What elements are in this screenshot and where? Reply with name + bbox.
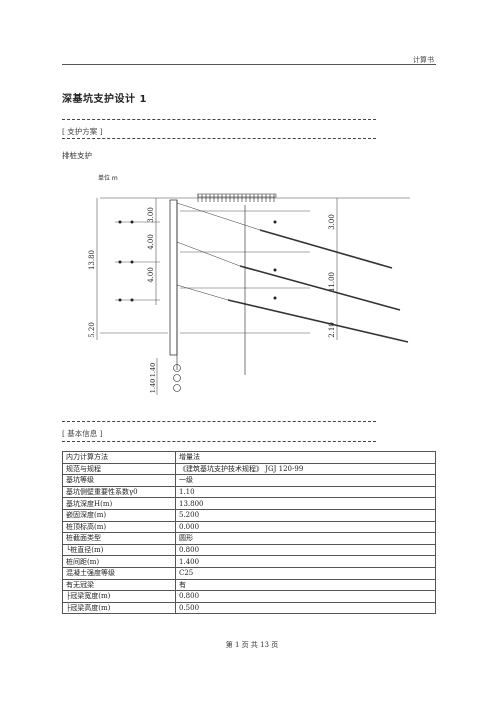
table-row: 基坑深度H(m)13.800 (62, 497, 436, 510)
table-row: 规范与规程《建筑基坑支护技术规程》 JGJ 120-99 (62, 462, 436, 476)
layer-markers (118, 220, 277, 302)
table-row: 桩间距(m)1.400 (62, 555, 436, 568)
table-cell-key: 桩顶标高(m) (62, 520, 176, 534)
dim-label: 3.00 (147, 207, 155, 223)
table-row: 嵌固深度(m)5.200 (62, 508, 436, 522)
soil-layer-lines (100, 210, 310, 334)
divider (62, 421, 376, 422)
unit-label: 单位 m (98, 174, 118, 182)
page-footer: 第 1 页 共 13 页 (225, 641, 279, 649)
table-row: 基坑等级一级 (62, 474, 436, 487)
dim-label: 1.40 (149, 379, 157, 393)
surcharge-block (197, 193, 277, 198)
table-cell-value: 增量法 (175, 451, 436, 464)
divider (62, 119, 376, 120)
table-cell-key: 基坑等级 (62, 474, 176, 487)
dim-label: 5.20 (88, 322, 96, 338)
dim-label: 4.00 (147, 234, 155, 250)
document-header-label: 计算书 (413, 56, 434, 64)
table-row: ├冠梁高度(m)0.500 (62, 601, 436, 615)
dim-label: 3.00 (328, 214, 336, 230)
table-cell-key: 嵌固深度(m) (62, 508, 176, 522)
table-cell-key: 桩截面类型 (62, 532, 176, 545)
table-row: └桩直径(m)0.800 (62, 543, 436, 557)
table-cell-key: 基坑侧壁重要性系数γ0 (62, 485, 176, 499)
support-scheme-text: 排桩支护 (62, 151, 92, 160)
table-cell-key: 有无冠梁 (62, 578, 176, 592)
section-label-scheme: [ 支护方案 ] (62, 127, 103, 136)
table-cell-value: 一级 (175, 474, 436, 487)
table-row: 桩截面类型圆形 (62, 532, 436, 545)
table-cell-key: 内力计算方法 (62, 451, 176, 464)
document-title: 深基坑支护设计 1 (62, 94, 147, 105)
divider (62, 138, 376, 139)
table-row: 桩顶标高(m)0.000 (62, 520, 436, 534)
dim-label: 1.40 (149, 363, 157, 377)
dim-label: 2.10 (328, 322, 336, 338)
header-rule (62, 64, 436, 65)
table-cell-key: 基坑深度H(m) (62, 497, 176, 510)
section-label-basic-info: [ 基本信息 ] (62, 429, 103, 438)
table-cell-key: 规范与规程 (62, 462, 176, 476)
table-cell-key: 混凝土强度等级 (62, 566, 176, 580)
table-cell-value: 0.000 (175, 520, 436, 534)
table-row: 有无冠梁有 (62, 578, 436, 592)
table-cell-value: 0.800 (175, 543, 436, 557)
table-row: 内力计算方法增量法 (62, 451, 436, 464)
dim-label: 11.00 (328, 272, 336, 292)
table-cell-value: 圆形 (175, 532, 436, 545)
table-cell-value: 有 (175, 578, 436, 592)
table-cell-key: 桩间距(m) (62, 555, 176, 568)
pile-section-circles (173, 364, 181, 392)
table-cell-value: 1.400 (175, 555, 436, 568)
table-cell-value: 0.800 (175, 590, 436, 603)
table-row: ├冠梁宽度(m)0.800 (62, 590, 436, 603)
table-cell-value: 13.800 (175, 497, 436, 510)
table-cell-key: └桩直径(m) (62, 543, 176, 557)
table-cell-value: 《建筑基坑支护技术规程》 JGJ 120-99 (175, 462, 436, 476)
table-cell-value: C25 (175, 566, 436, 580)
table-cell-value: 0.500 (175, 601, 436, 615)
dim-label: 4.00 (147, 267, 155, 283)
table-cell-value: 1.10 (175, 485, 436, 499)
pile (169, 199, 178, 356)
surcharge-hatch (197, 194, 275, 202)
table-cell-value: 5.200 (175, 508, 436, 522)
table-cell-key: ├冠梁高度(m) (62, 601, 176, 615)
table-cell-key: ├冠梁宽度(m) (62, 590, 176, 603)
dim-label: 13.80 (88, 250, 96, 270)
anchors (176, 202, 409, 343)
support-scheme-drawing: 单位 m (88, 174, 410, 395)
divider (62, 441, 376, 442)
